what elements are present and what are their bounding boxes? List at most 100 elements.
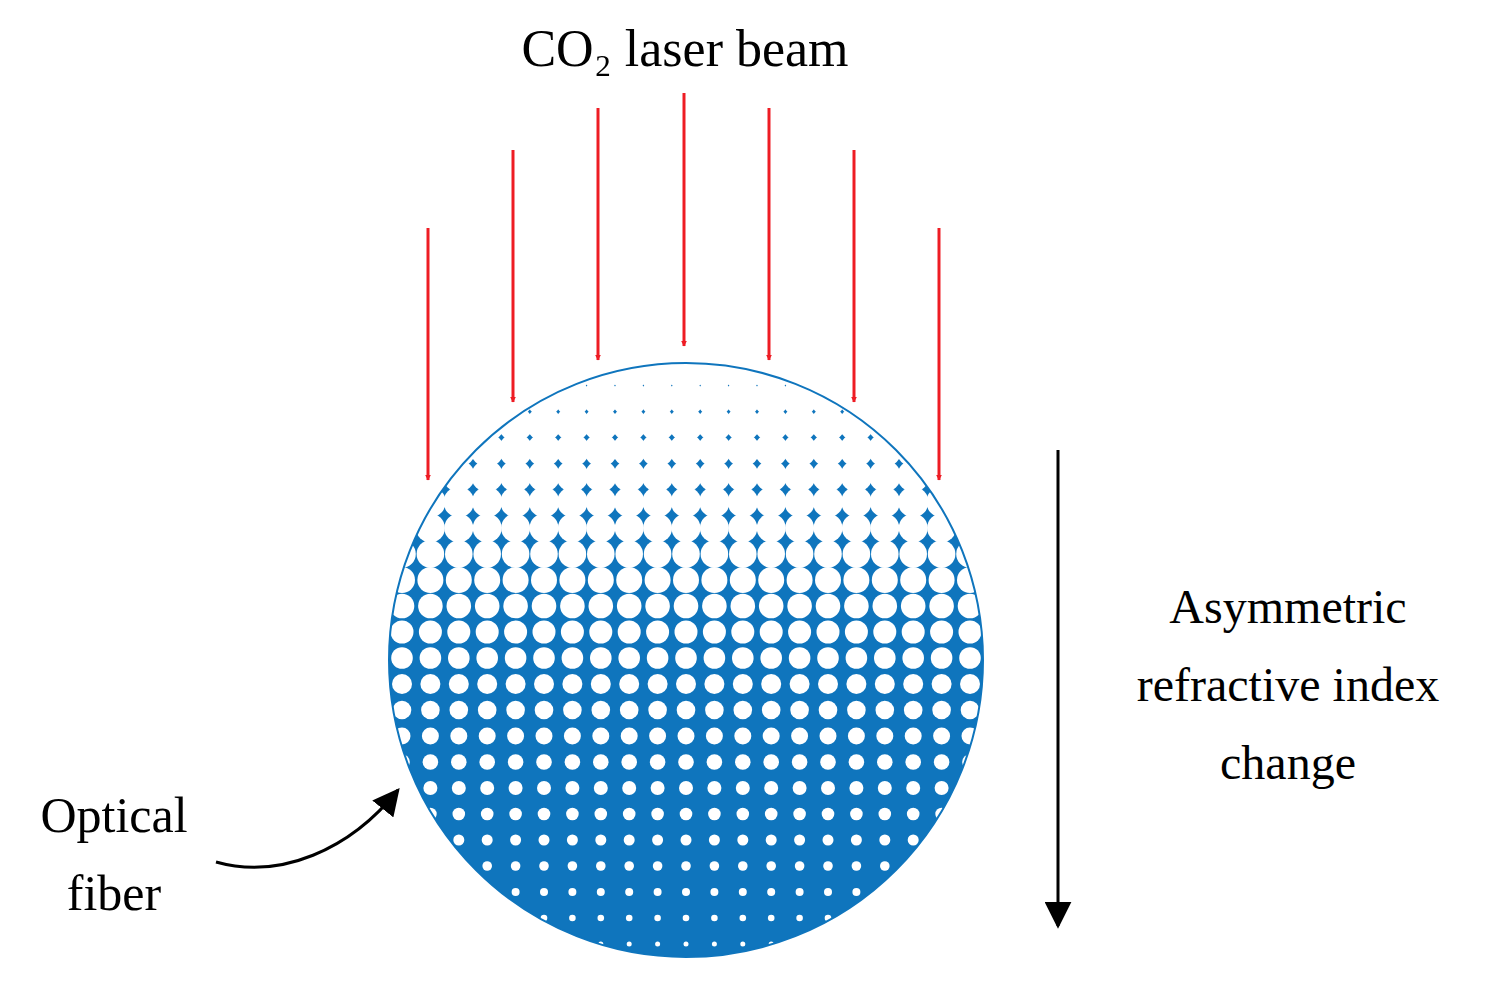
index-dot [501,514,530,543]
index-dot [850,808,863,821]
laser-ray [427,228,430,480]
index-dot [759,594,784,619]
index-dot [615,540,643,568]
index-dot [731,594,756,619]
index-dot [846,674,866,694]
index-dot [728,487,759,518]
index-dot [506,674,526,694]
index-dot [654,915,661,922]
index-dot [497,380,534,417]
index-dot [684,942,689,947]
index-dot [649,728,666,745]
index-dot [532,594,557,619]
index-dot [874,647,896,669]
index-dot [767,888,775,896]
index-dot [763,754,779,770]
index-dot [594,781,608,795]
index-dot [797,942,802,947]
index-dot [672,540,700,568]
index-dot [907,808,920,821]
index-dot [677,701,696,720]
index-dot [853,915,860,922]
index-dot [569,915,576,922]
index-dot [824,888,832,896]
index-dot [444,514,473,543]
index-dot [787,567,813,593]
index-dot [503,567,529,593]
index-dot [506,701,525,720]
index-dot [564,728,581,745]
index-dot [728,514,757,543]
index-dot [592,728,609,745]
index-dot [474,567,500,593]
index-dot [647,647,669,669]
gradient-label: Asymmetric refractive index change [1074,568,1502,802]
index-dot [655,942,660,947]
index-dot [473,514,502,543]
index-dot [539,861,549,871]
index-dot [873,621,896,644]
index-dot [902,647,924,669]
index-dot [935,781,949,795]
index-dot [616,567,642,593]
index-dot [557,487,588,518]
index-dot [482,861,492,871]
index-dot [796,888,804,896]
index-dot [679,781,693,795]
index-dot [879,835,890,846]
index-dot [738,861,748,871]
laser-ray [512,150,515,402]
index-dot [627,942,632,947]
index-dot [651,808,664,821]
index-dot [791,728,808,745]
index-dot [849,781,863,795]
index-dot [932,674,952,694]
index-dot [626,915,633,922]
index-dot [529,487,560,518]
index-dot [683,915,690,922]
index-dot [673,567,699,593]
index-dot [822,808,835,821]
index-dot [708,808,721,821]
index-dot [624,861,634,871]
index-dot [671,487,702,518]
laser-ray [683,93,686,346]
index-dot [559,567,585,593]
index-dot [813,487,844,518]
index-dot [848,728,865,745]
index-dot [675,621,698,644]
index-dot [842,514,871,543]
index-dot [614,487,645,518]
index-dot [737,835,748,846]
index-dot [764,781,778,795]
index-dot [843,540,871,568]
index-dot [703,621,726,644]
index-dot [900,567,926,593]
index-dot [934,754,950,770]
index-dot [391,621,414,644]
index-dot [681,861,691,871]
index-dot [930,621,953,644]
index-dot [928,540,956,568]
index-dot [877,754,893,770]
index-dot [931,647,953,669]
index-dot [479,754,495,770]
index-dot [393,701,412,720]
index-dot [845,621,868,644]
index-dot [447,621,470,644]
index-dot [530,514,559,543]
index-dot [793,781,807,795]
index-dot [596,861,606,871]
index-dot [502,540,530,568]
index-dot [881,888,889,896]
index-dot [479,728,496,745]
index-dot [846,647,868,669]
index-dot [654,888,662,896]
index-dot [591,674,611,694]
index-dot [453,835,464,846]
index-dot [423,781,437,795]
fiber-callout: Optical fiber [8,776,220,932]
index-dot [570,942,575,947]
index-dot [419,621,442,644]
